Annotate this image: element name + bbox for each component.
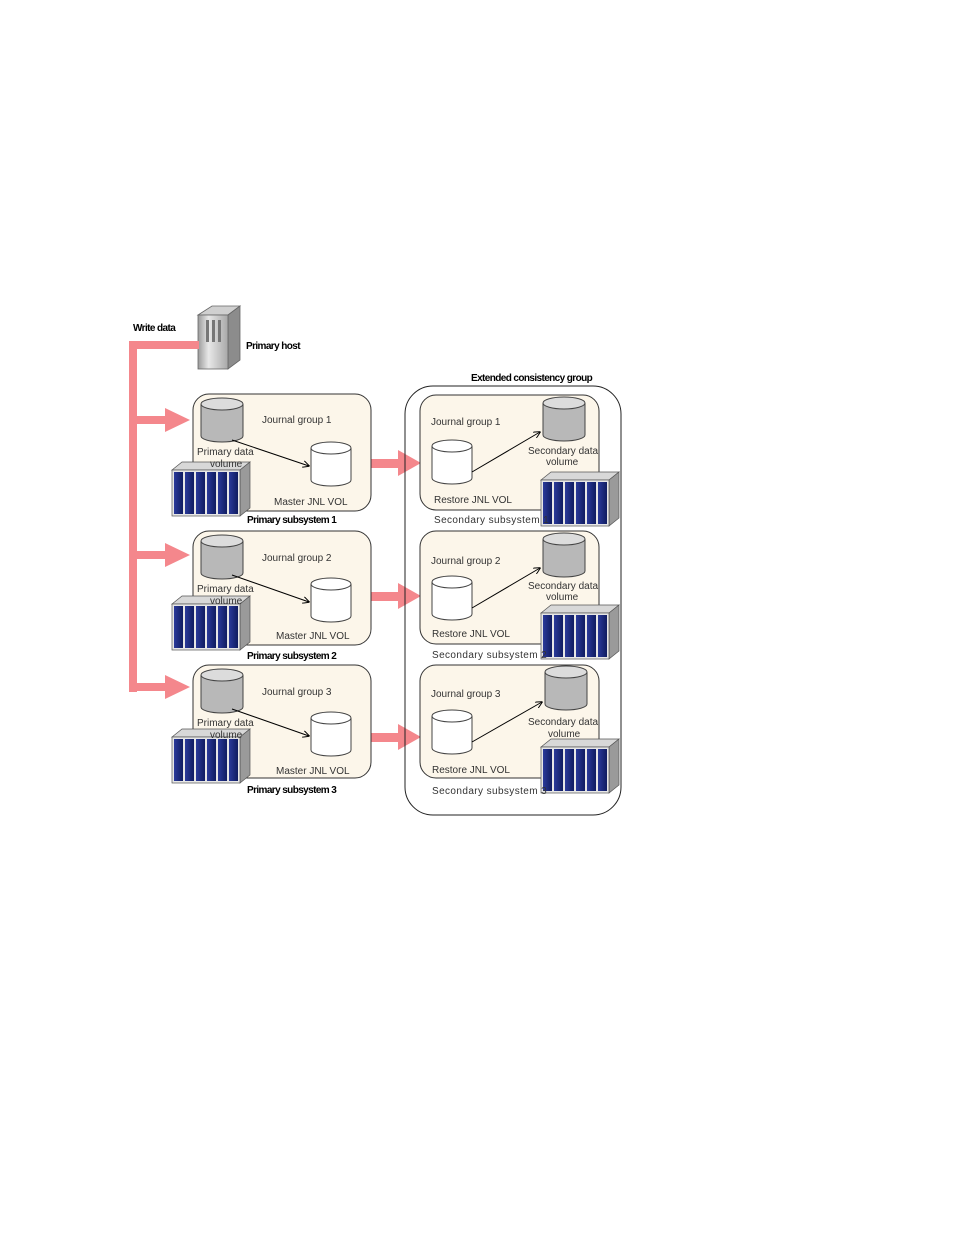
master-jnl-vol-icon xyxy=(310,441,352,487)
restore-jnl-vol-icon xyxy=(431,439,473,485)
primary-data-volume-icon xyxy=(200,534,244,580)
primary-subsystem-label: Primary subsystem 3 xyxy=(247,785,337,796)
restore-jnl-vol-icon xyxy=(431,575,473,621)
secondary-subsystem-label: Secondary subsystem 2 xyxy=(432,650,547,661)
primary-data-volume-icon xyxy=(200,668,244,714)
extended-consistency-group xyxy=(404,385,622,816)
write-data-label: Write data xyxy=(133,323,176,334)
master-jnl-vol-label: Master JNL VOL xyxy=(274,497,348,508)
secondary-data-volume-label: Secondary data xyxy=(528,581,598,592)
journal-arrow xyxy=(231,574,309,602)
write-flow xyxy=(129,341,199,699)
primary-data-volume-label: Primary data xyxy=(197,718,254,729)
primary-data-volume-label-2: volume xyxy=(210,596,243,607)
restore-jnl-vol-label: Restore JNL VOL xyxy=(432,765,510,776)
replication-arrow xyxy=(370,583,421,609)
primary-data-volume-icon xyxy=(200,397,244,443)
master-jnl-vol-label: Master JNL VOL xyxy=(276,766,350,777)
replication-arrow xyxy=(370,724,421,750)
secondary-subsystem-2: Journal group 2 Secondary data volume Re… xyxy=(419,530,620,661)
secondary-data-volume-label-2: volume xyxy=(546,592,579,603)
primary-subsystem-label: Primary subsystem 2 xyxy=(247,651,337,662)
primary-host-label: Primary host xyxy=(246,341,301,352)
journal-group-label: Journal group 3 xyxy=(431,689,501,700)
secondary-subsystem-3: Journal group 3 Secondary data volume Re… xyxy=(419,664,620,797)
secondary-data-volume-icon xyxy=(542,396,586,442)
journal-group-label: Journal group 1 xyxy=(431,417,501,428)
primary-subsystem-label: Primary subsystem 1 xyxy=(247,515,337,526)
secondary-subsystem-1: Journal group 1 Secondary data volume Re… xyxy=(419,394,620,527)
journal-arrow xyxy=(471,432,540,473)
primary-data-volume-label: Primary data xyxy=(197,584,254,595)
secondary-data-volume-label-2: volume xyxy=(546,457,579,468)
journal-arrow xyxy=(471,568,540,609)
restore-jnl-vol-label: Restore JNL VOL xyxy=(432,629,510,640)
replication-arrow xyxy=(370,450,421,476)
journal-arrow xyxy=(231,439,309,466)
secondary-data-volume-label: Secondary data xyxy=(528,717,598,728)
journal-group-label: Journal group 2 xyxy=(262,553,332,564)
secondary-subsystem-label: Secondary subsystem 1 xyxy=(434,515,549,526)
journal-arrow xyxy=(231,708,309,736)
master-jnl-vol-label: Master JNL VOL xyxy=(276,631,350,642)
restore-jnl-vol-label: Restore JNL VOL xyxy=(434,495,512,506)
primary-data-volume-label: Primary data xyxy=(197,447,254,458)
journal-group-label: Journal group 3 xyxy=(262,687,332,698)
secondary-data-volume-icon xyxy=(544,665,588,711)
storage-cabinet-icon xyxy=(171,461,251,517)
primary-data-volume-label-2: volume xyxy=(210,459,243,470)
secondary-subsystem-label: Secondary subsystem 3 xyxy=(432,786,547,797)
primary-host-icon xyxy=(196,305,242,370)
restore-jnl-vol-icon xyxy=(431,709,473,755)
storage-cabinet-icon xyxy=(540,738,620,794)
ecg-label: Extended consistency group xyxy=(471,373,593,384)
master-jnl-vol-icon xyxy=(310,577,352,623)
storage-cabinet-icon xyxy=(540,604,620,660)
primary-data-volume-label-2: volume xyxy=(210,730,243,741)
primary-subsystem-3: Journal group 3 Primary data volume Mast… xyxy=(171,664,372,796)
secondary-data-volume-label: Secondary data xyxy=(528,446,598,457)
journal-group-label: Journal group 1 xyxy=(262,415,332,426)
secondary-data-volume-icon xyxy=(542,532,586,578)
master-jnl-vol-icon xyxy=(310,711,352,757)
journal-arrow xyxy=(471,702,542,743)
storage-cabinet-icon xyxy=(540,471,620,527)
journal-group-label: Journal group 2 xyxy=(431,556,501,567)
secondary-data-volume-label-2: volume xyxy=(548,729,581,740)
primary-subsystem-1: Journal group 1 Primary data volume Mast… xyxy=(171,393,372,526)
primary-subsystem-2: Journal group 2 Primary data volume Mast… xyxy=(171,530,372,662)
